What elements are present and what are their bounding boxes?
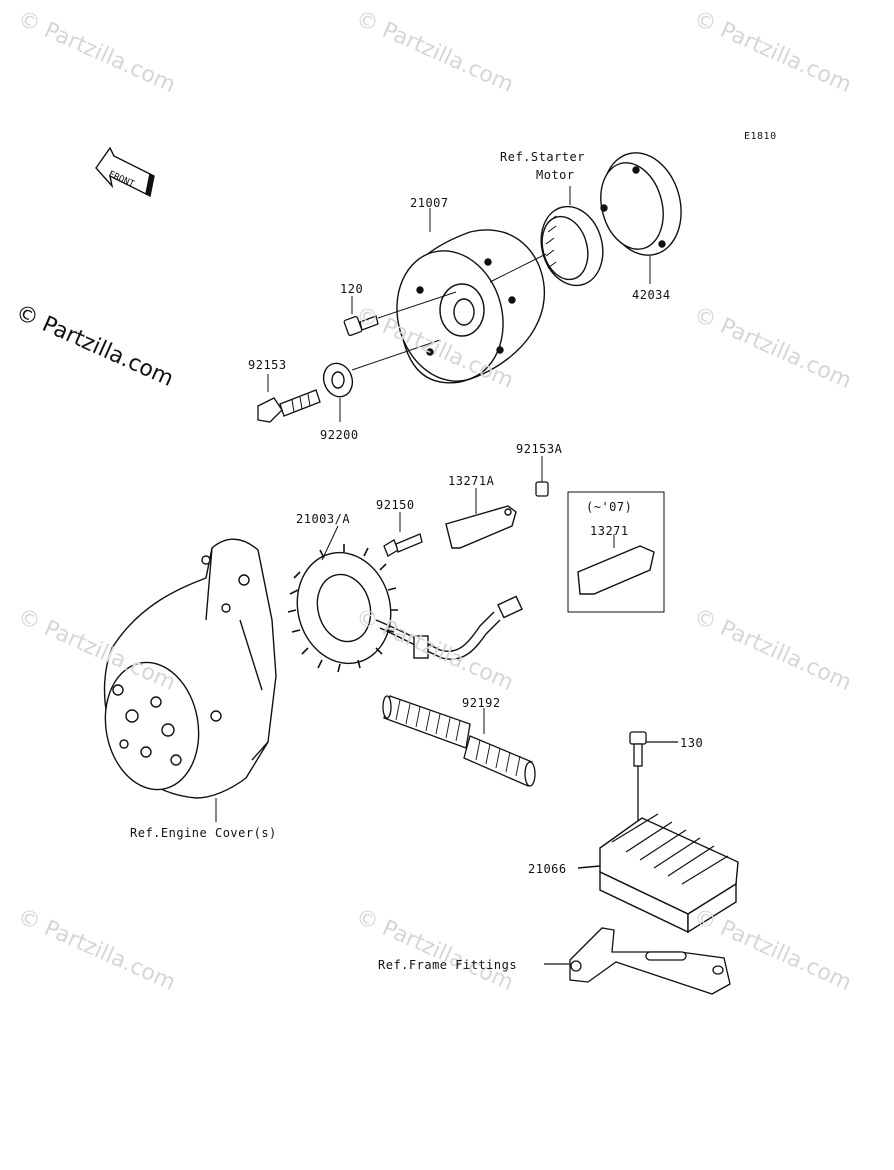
stator-21003 bbox=[287, 544, 398, 673]
washer-92200 bbox=[322, 362, 354, 398]
label-21003A: 21003/A bbox=[296, 512, 351, 526]
label-13271A: 13271A bbox=[448, 474, 495, 488]
diagram-code: E1810 bbox=[744, 131, 777, 142]
label-92150: 92150 bbox=[376, 498, 415, 512]
regulator-rectifier-21066 bbox=[577, 813, 739, 934]
label-21007: 21007 bbox=[410, 196, 449, 210]
label-ref-starter-motor-1: Ref.Starter bbox=[500, 150, 585, 164]
engine-cover bbox=[103, 538, 277, 799]
year-inset-box bbox=[567, 491, 665, 613]
label-92200: 92200 bbox=[320, 428, 359, 442]
label-130: 130 bbox=[680, 736, 704, 750]
cover-13271A bbox=[445, 505, 517, 549]
label-21066: 21066 bbox=[528, 862, 567, 876]
label-92192: 92192 bbox=[462, 696, 501, 710]
starter-clutch-ring bbox=[540, 205, 604, 287]
starter-gear-42034 bbox=[600, 152, 682, 256]
label-42034: 42034 bbox=[632, 288, 671, 302]
stator-wiring-harness bbox=[375, 595, 523, 660]
label-year-note: (~'07) bbox=[586, 500, 633, 514]
screw-92153A bbox=[535, 481, 549, 497]
label-ref-starter-motor-2: Motor bbox=[536, 168, 575, 182]
label-92153: 92153 bbox=[248, 358, 287, 372]
label-13271: 13271 bbox=[590, 524, 629, 538]
label-92153A: 92153A bbox=[516, 442, 563, 456]
bolt-120 bbox=[343, 315, 379, 336]
bolt-92150 bbox=[383, 533, 423, 557]
bolt-92153 bbox=[257, 389, 321, 423]
leader-lines bbox=[215, 456, 615, 822]
front-arrow-icon: FRONT bbox=[95, 146, 155, 198]
assembly-axis-lines bbox=[267, 186, 651, 422]
label-ref-frame-fittings: Ref.Frame Fittings bbox=[378, 958, 518, 972]
label-ref-engine-cover: Ref.Engine Cover(s) bbox=[130, 826, 277, 840]
flywheel-rotor-21007 bbox=[396, 229, 546, 384]
protector-tube-92192 bbox=[382, 695, 536, 787]
frame-bracket bbox=[544, 927, 731, 995]
label-120: 120 bbox=[340, 282, 364, 296]
